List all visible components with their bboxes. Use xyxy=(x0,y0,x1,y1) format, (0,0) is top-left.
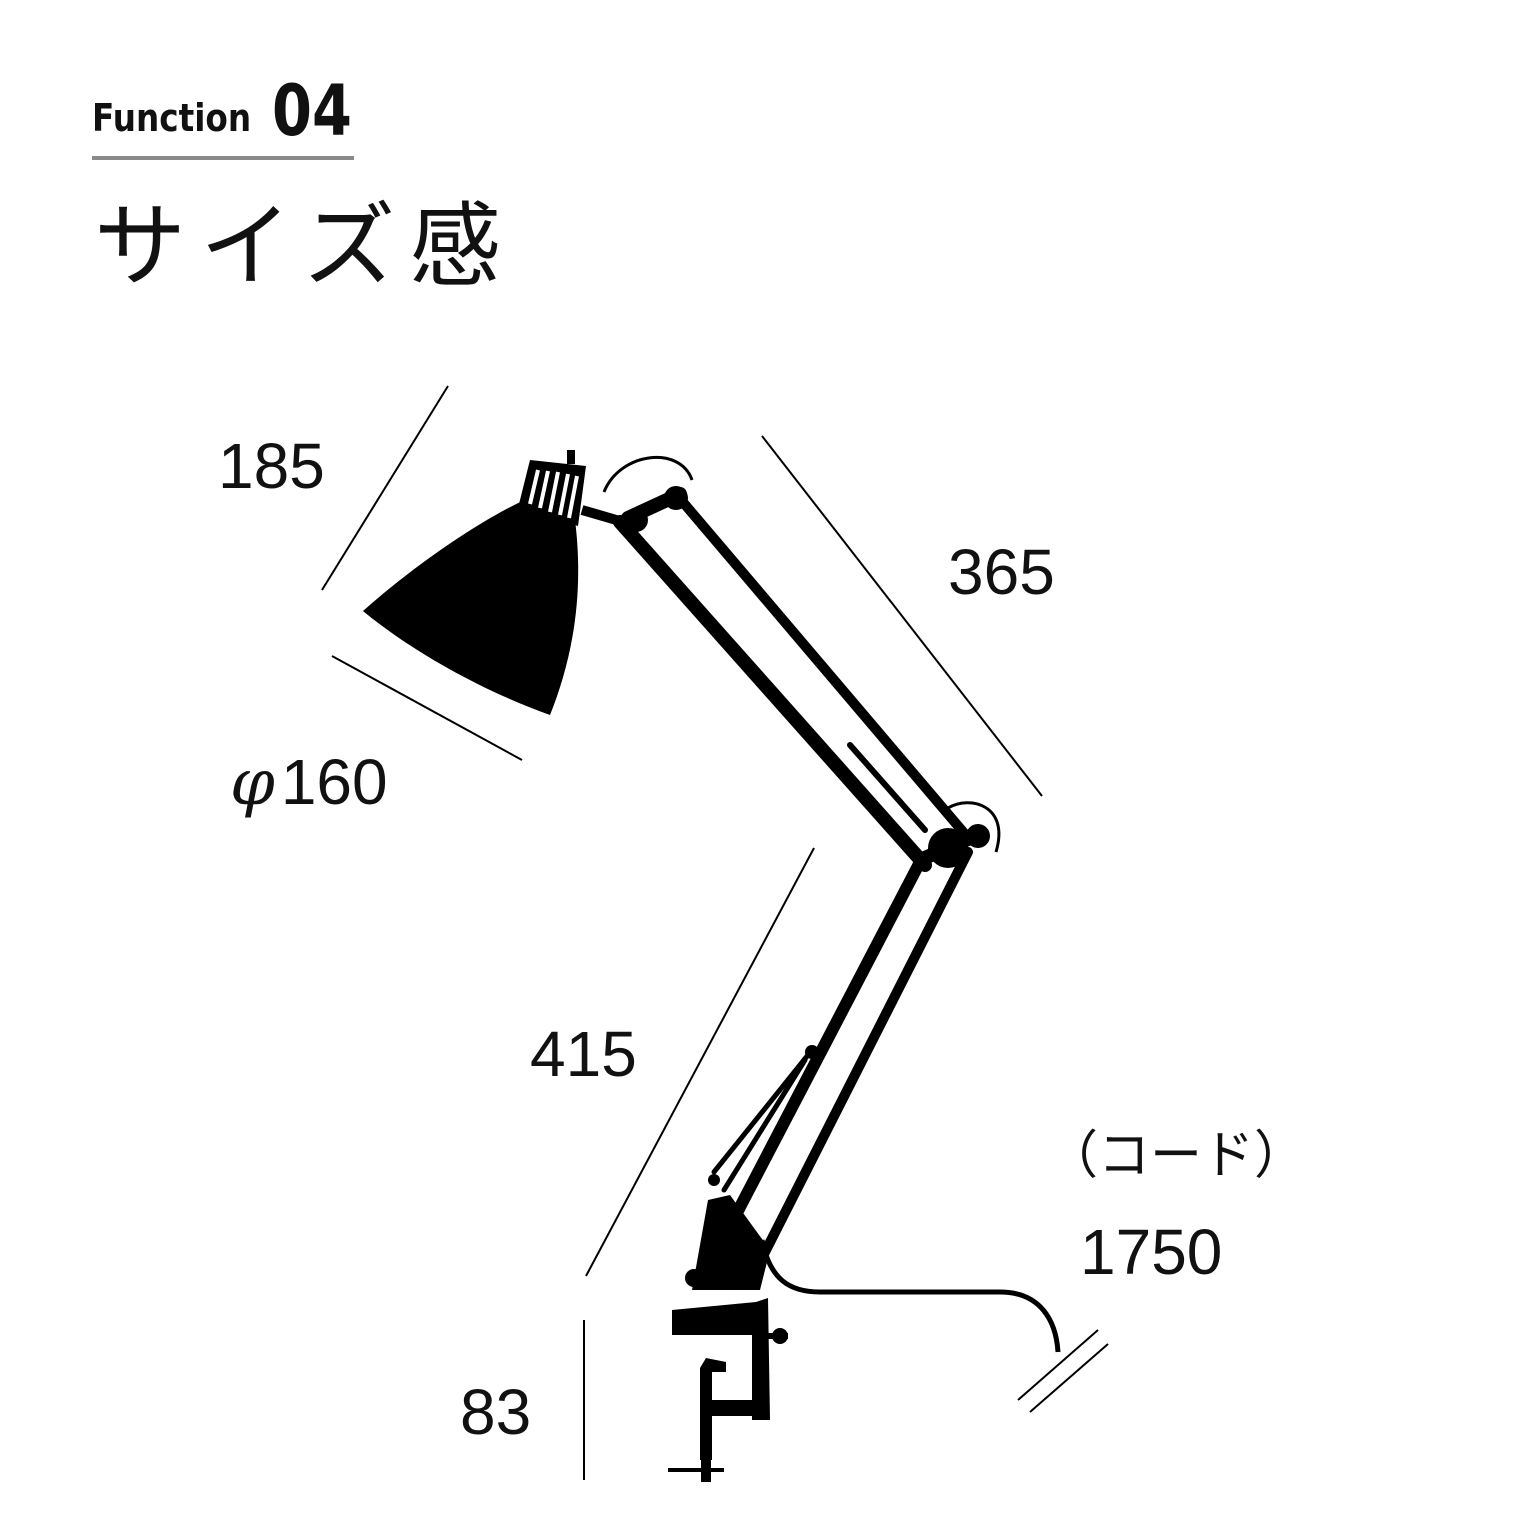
dimension-shade-height: 185 xyxy=(218,430,325,502)
lamp-icon xyxy=(363,450,1109,1482)
guide-lower-arm xyxy=(585,847,815,1277)
upper-pivot xyxy=(664,486,688,510)
dimension-clamp: 83 xyxy=(460,1376,532,1448)
dimension-lines xyxy=(321,385,1043,1480)
dimension-lower-arm: 415 xyxy=(530,1018,637,1090)
diameter-symbol: φ xyxy=(230,746,275,820)
guide-shade-diameter xyxy=(331,655,523,761)
elbow-joint-outer xyxy=(966,824,990,848)
lamp-shade xyxy=(363,500,579,715)
header-underline xyxy=(92,156,354,160)
section-number: 04 xyxy=(272,70,352,152)
base-swivel xyxy=(692,1195,770,1290)
section-label: Function xyxy=(92,96,252,140)
head-joint xyxy=(624,508,648,532)
cord-loop-top xyxy=(602,455,694,493)
lower-arm xyxy=(711,847,973,1267)
cord-label: （コード） xyxy=(1046,1126,1307,1186)
page-title: サイズ感 xyxy=(94,193,516,300)
clamp-icon xyxy=(668,1298,788,1482)
guide-shade-height xyxy=(321,385,449,591)
lower-pivot xyxy=(805,1045,819,1059)
spring-anchor xyxy=(708,1174,720,1186)
dimension-cord-length: 1750 xyxy=(1080,1216,1223,1288)
lamp-socket xyxy=(518,450,586,526)
upper-arm xyxy=(613,487,982,872)
base-knob xyxy=(685,1269,703,1287)
power-cord xyxy=(759,1239,1061,1353)
dimension-upper-arm: 365 xyxy=(948,536,1055,608)
diameter-value: 160 xyxy=(280,746,388,818)
guide-upper-arm xyxy=(761,435,1043,797)
dimension-shade-diameter: φ160 xyxy=(230,750,388,815)
cord-break-icon xyxy=(1017,1329,1109,1413)
cord-loop-elbow xyxy=(947,801,1001,853)
elbow-joint xyxy=(928,828,968,868)
